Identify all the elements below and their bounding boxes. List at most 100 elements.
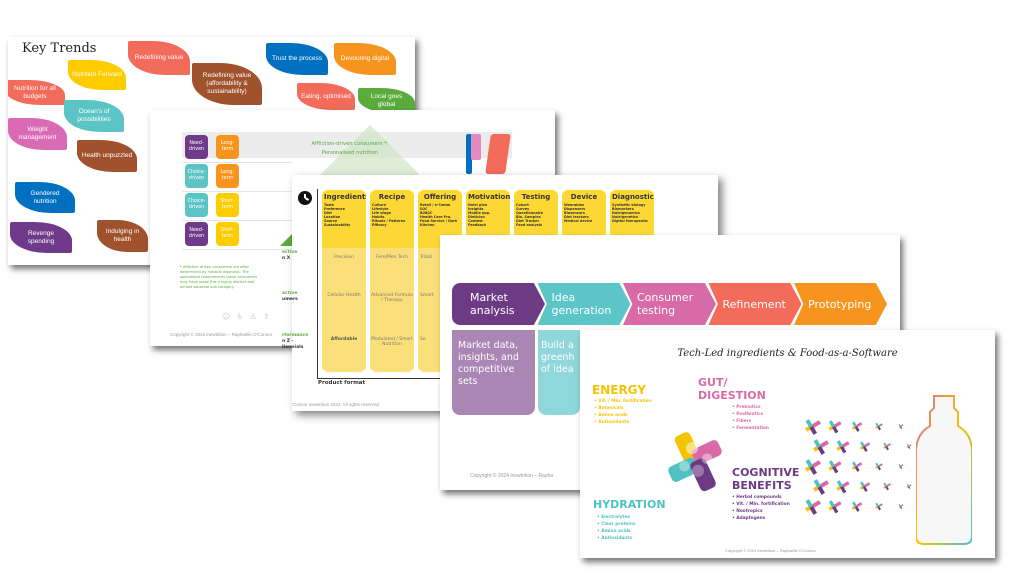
term-chip: Short-term [216,193,239,217]
copyright: Copyright © 2024 inewtrition – Raphaëlle… [725,548,816,553]
driver-chip: Choice-driven [185,193,208,217]
term-chip: Short-term [216,222,239,246]
row-divider [182,249,292,250]
column-item: Food analysis [516,223,543,227]
segment-label-green: active [282,291,298,296]
process-step: Idea generation [537,283,631,325]
column-item: Contest [468,219,483,223]
segment-label-green: ective [282,250,298,255]
column-item: Diet trackers [564,215,589,219]
slide-tech-led-ingredients: Tech-Led ingredients & Food-as-a-Softwar… [580,330,995,558]
column-item: Rituals / Patterns [372,219,406,223]
column-item: Efficacy [372,223,387,227]
column-item: Synthetic biology [612,203,646,207]
cross-mark [874,501,885,512]
woman-icon: ♗ [262,312,276,321]
category-heading: COGNITIVE BENEFITS [732,466,800,492]
matrix-cell: Fem/Men Tech [375,255,409,260]
cross-mark [858,439,872,453]
cross-mark [850,419,864,433]
x-axis-label: Product format [318,380,366,386]
column-item: Survey [516,207,530,211]
copyright: 'Connor inewtrition 2023. All rights res… [292,402,380,407]
column-item: Nutrigenomics [612,211,640,215]
cross-mark [826,497,844,515]
cross-mark [834,437,852,455]
column-item: Location [324,215,341,219]
ingredient-item: Electrolytes [597,514,636,521]
column-title: Device [570,193,598,201]
ingredient-item: Botanicals [594,405,652,412]
column-item: Feedback [468,223,487,227]
column-item: Wearables [564,203,585,207]
category-heading: HYDRATION [593,498,666,511]
matrix-cell: Tribal [420,255,433,260]
process-step: Prototyping [794,283,887,325]
column-item: Diet [324,211,332,215]
copyright: Copyright © 2024 inewtrition – Rapha [470,473,554,479]
row-divider [182,191,292,192]
category-list: Herbal compoundsVit. / Min. fortificatio… [732,494,790,522]
ingredient-item: Clear proteins [597,521,635,528]
trend-leaf: Trust the process [266,43,328,75]
column-item: Sustainability [324,223,351,227]
pyramid-label-line2: Personalised nutrition [321,150,379,156]
cross-mark [898,463,905,470]
process-step: Market analysis [452,283,545,325]
column-item: Lifestyle [372,207,389,211]
category-list: PrebioticsPostbioticsFibersFermentation [732,404,769,432]
column-item: Food Service / Dark Kitchen [420,219,458,227]
ingredient-item: Postbiotics [732,411,769,418]
column-item: Medical device [564,219,593,223]
column-item: Cohort [516,203,529,207]
column-item: Dispensers [564,207,586,211]
column-item: Taste [324,203,335,207]
person-icons: ☺♿♙♗ [222,312,276,321]
process-step: Refinement [708,283,802,325]
column-item: Nutri plan [468,203,488,207]
cross-mark [882,441,893,452]
column-item: Culture [372,203,387,207]
cross-mark [906,443,913,450]
footnote: * Affliction driven consumers are often … [180,265,258,289]
ingredient-item: Vit. / Min. fortification [594,398,652,405]
bottle-icon [916,395,972,545]
pyramid-label: Affliction-driven consumers *: Personali… [280,140,420,158]
y-axis [317,189,318,379]
step-description: Build a greenh of idea [538,330,580,415]
cross-mark [810,435,832,457]
trend-leaf: Gendered nutrition [15,182,75,213]
cross-mark [850,499,864,513]
ingredient-item: Fermentation [732,425,769,432]
driver-chip: Choice-driven [185,164,208,188]
baby-icon: ☺ [222,312,237,321]
trend-leaf: Redefining value [128,41,190,75]
matrix-cell: Modulated / Smart Nutrition [371,337,413,347]
cross-mark [874,461,885,472]
step-description: Market data, insights, and competitive s… [452,330,535,415]
ingredient-item: Antioxidants [594,419,652,426]
ingredient-item: Nootropics [732,508,790,515]
ingredient-item: Prebiotics [732,404,769,411]
cross-mark [802,495,824,517]
ingredient-item: Herbal compounds [732,494,790,501]
column-item: Insights [468,207,484,211]
column-item: Digital therapeutic [612,219,649,223]
category-list: Vit. / Min. fortificationBotanicalsAmino… [594,398,652,426]
trend-leaf: Ocean's of possibilities [64,100,124,132]
column-item: Life stage [372,211,391,215]
ingredient-item: Antioxidants [597,535,636,542]
x-axis [317,378,442,379]
matrix-cell: Smart [420,293,434,298]
matrix-cell: Precision [333,255,355,260]
cross-mark [906,483,913,490]
cross-mark [898,423,905,430]
column-item: Biosensors [564,211,585,215]
bar-blue [466,134,472,174]
segment-label-green: rformance [282,333,309,338]
